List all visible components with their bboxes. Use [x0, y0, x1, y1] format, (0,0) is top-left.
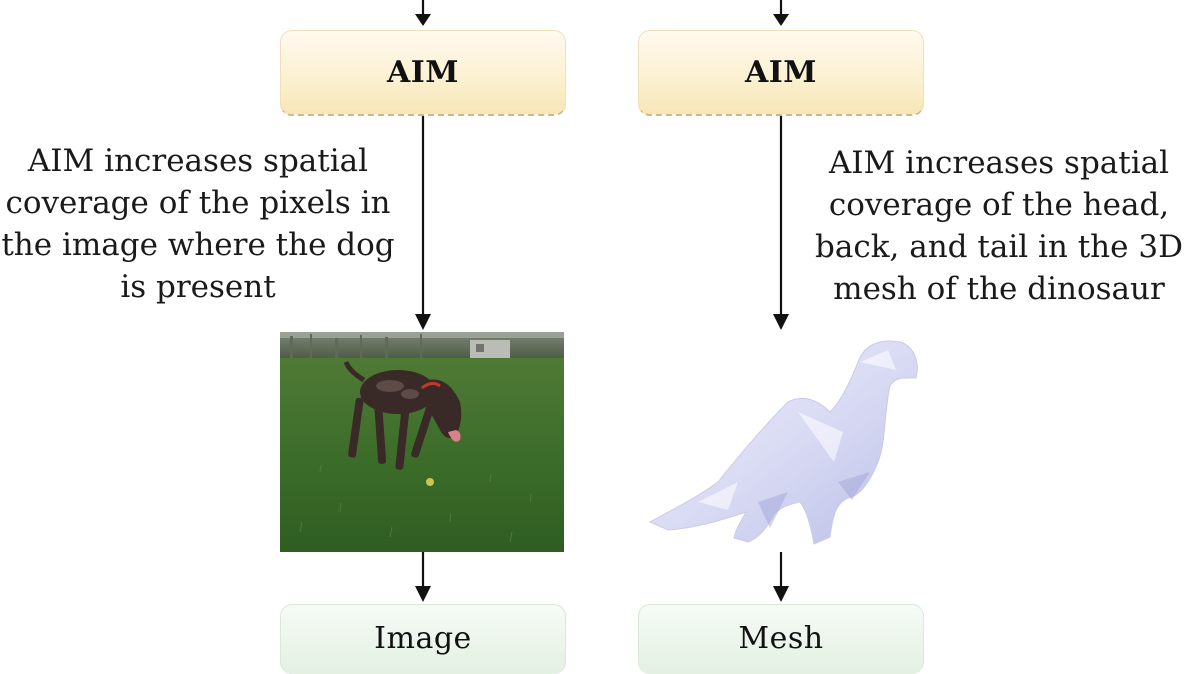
- right-annotation: AIM increases spatial coverage of the he…: [815, 145, 1183, 307]
- arrow-right-mid-head: [773, 314, 789, 330]
- aim-box-left-label: AIM: [386, 55, 460, 90]
- connector-arrows: [415, 0, 789, 602]
- arrow-left-bottom-head: [415, 586, 431, 602]
- aim-box-right: AIM: [638, 30, 924, 116]
- aim-box-left: AIM: [280, 30, 566, 116]
- dog-image: [280, 332, 564, 552]
- arrow-right-bottom-head: [773, 586, 789, 602]
- mesh-output-box: Mesh: [638, 604, 924, 674]
- dinosaur-mesh: [638, 332, 922, 552]
- aim-box-right-label: AIM: [744, 55, 818, 90]
- image-output-label: Image: [374, 621, 472, 656]
- image-output-box: Image: [280, 604, 566, 674]
- left-annotation: AIM increases spatial coverage of the pi…: [1, 143, 395, 305]
- arrow-right-top-head: [773, 14, 789, 26]
- arrow-left-top-head: [415, 14, 431, 26]
- arrow-left-mid-head: [415, 314, 431, 330]
- mesh-output-label: Mesh: [738, 621, 824, 656]
